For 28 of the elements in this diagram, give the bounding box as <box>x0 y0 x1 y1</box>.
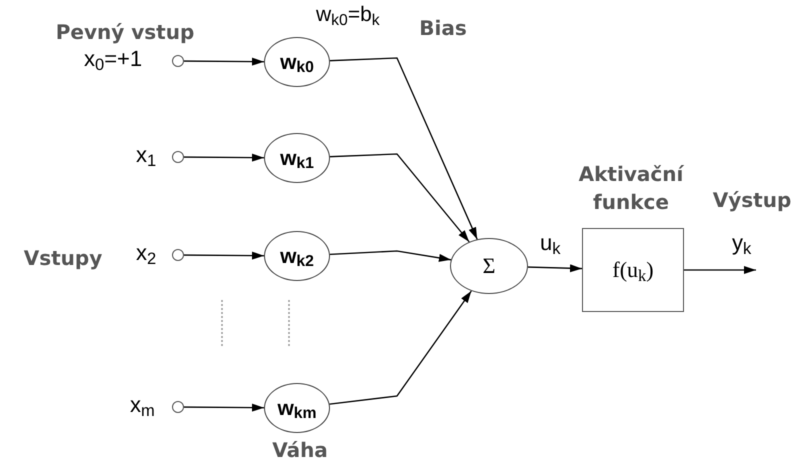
arrow <box>330 290 472 405</box>
node-label: w$_{km}$ <box>277 398 317 418</box>
input-label: x$_{1}$ <box>136 144 156 166</box>
input-label: x$_{m}$ <box>130 394 155 416</box>
node-label: f(u$_{k}$) <box>612 259 654 281</box>
annotation-label: Váha <box>271 437 329 462</box>
arrow <box>330 250 452 262</box>
node-label: w$_{k1}$ <box>280 148 314 168</box>
input-label: x$_{2}$ <box>136 242 156 264</box>
arrow <box>684 266 756 274</box>
activation-function-box <box>582 228 684 312</box>
node-label: Σ <box>482 255 496 277</box>
annotation-label: Aktivační funkce <box>578 161 685 216</box>
annotation-label: Bias <box>418 15 468 42</box>
arrow <box>184 58 264 66</box>
arrow <box>330 57 478 240</box>
node-label: w$_{k0}$ <box>280 52 314 72</box>
annotation-label: Vstupy <box>22 245 104 272</box>
formula-label: w$_{k0}$=b$_{k}$ <box>316 4 381 25</box>
arrow <box>184 252 264 260</box>
annotation-label: Výstup <box>712 187 792 214</box>
input-label: x$_{0}$=+1 <box>84 48 142 70</box>
arrow <box>184 404 264 412</box>
arrow <box>330 153 470 242</box>
arrow <box>528 264 582 272</box>
arrow <box>184 154 264 162</box>
node-label: w$_{k2}$ <box>280 246 314 266</box>
annotation-label: Pevný vstup <box>54 19 196 46</box>
